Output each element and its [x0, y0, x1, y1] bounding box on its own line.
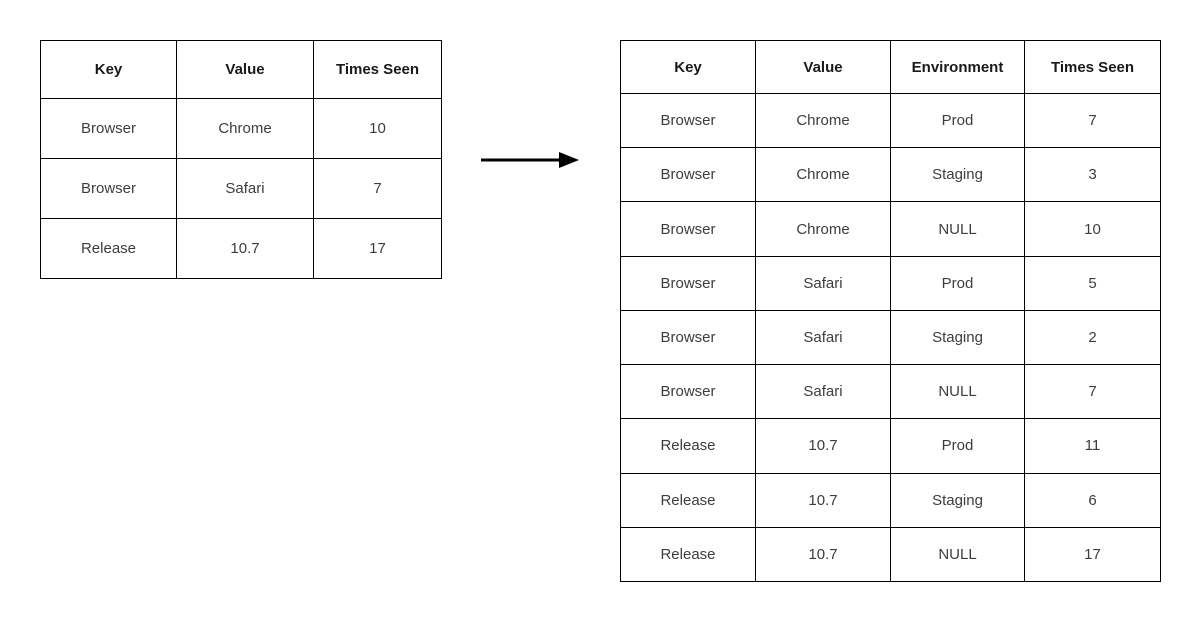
right-arrow-icon — [481, 152, 579, 168]
result-header-environment: Environment — [890, 40, 1025, 94]
table-cell: 10 — [1024, 201, 1161, 257]
table-cell: Chrome — [176, 98, 314, 159]
table-cell: 2 — [1024, 309, 1161, 366]
table-row: Release 10.7 Prod 11 — [620, 418, 1161, 474]
table-cell: 17 — [313, 218, 442, 279]
table-cell: Release — [40, 218, 177, 279]
result-header-value: Value — [755, 40, 891, 94]
source-header-times-seen: Times Seen — [313, 40, 442, 99]
table-cell: Release — [620, 526, 756, 583]
table-cell: 10.7 — [176, 218, 314, 279]
table-cell: Browser — [40, 98, 177, 159]
table-cell: Browser — [620, 255, 756, 311]
table-cell: 10.7 — [755, 418, 891, 474]
result-header-key: Key — [620, 40, 756, 94]
table-row: Release 10.7 NULL 17 — [620, 526, 1161, 583]
table-row: Browser Safari Staging 2 — [620, 309, 1161, 366]
table-row: Browser Chrome 10 — [40, 98, 442, 159]
table-cell: Browser — [40, 158, 177, 219]
null-cell: NULL — [890, 201, 1025, 257]
table-cell: 5 — [1024, 255, 1161, 311]
source-table: Key Value Times Seen Browser Chrome 10 B… — [40, 40, 442, 279]
table-row: Release 10.7 Staging 6 — [620, 472, 1161, 528]
table-cell: Safari — [755, 309, 891, 366]
table-cell: 11 — [1024, 418, 1161, 474]
table-cell: 6 — [1024, 472, 1161, 528]
table-cell: Safari — [755, 255, 891, 311]
table-cell: Prod — [890, 255, 1025, 311]
result-table: Key Value Environment Times Seen Browser… — [620, 40, 1161, 583]
table-row: Browser Safari NULL 7 — [620, 364, 1161, 420]
table-cell: 10.7 — [755, 472, 891, 528]
null-cell: NULL — [890, 526, 1025, 583]
table-cell: Release — [620, 418, 756, 474]
result-header-row: Key Value Environment Times Seen — [620, 40, 1161, 94]
table-cell: 10.7 — [755, 526, 891, 583]
table-cell: Browser — [620, 309, 756, 366]
source-header-key: Key — [40, 40, 177, 99]
table-cell: Safari — [755, 364, 891, 420]
table-cell: Safari — [176, 158, 314, 219]
table-row: Browser Chrome NULL 10 — [620, 201, 1161, 257]
table-cell: Staging — [890, 472, 1025, 528]
table-cell: Browser — [620, 364, 756, 420]
table-cell: Staging — [890, 309, 1025, 366]
table-cell: 10 — [313, 98, 442, 159]
source-header-value: Value — [176, 40, 314, 99]
table-cell: 7 — [1024, 92, 1161, 149]
table-row: Browser Chrome Staging 3 — [620, 147, 1161, 203]
table-cell: Chrome — [755, 201, 891, 257]
table-cell: Release — [620, 472, 756, 528]
table-cell: Browser — [620, 147, 756, 203]
table-cell: 7 — [1024, 364, 1161, 420]
source-header-row: Key Value Times Seen — [40, 40, 442, 99]
table-cell: 3 — [1024, 147, 1161, 203]
result-header-times-seen: Times Seen — [1024, 40, 1161, 94]
table-cell: 17 — [1024, 526, 1161, 583]
table-cell: Browser — [620, 201, 756, 257]
table-row: Release 10.7 17 — [40, 218, 442, 279]
table-cell: Chrome — [755, 147, 891, 203]
table-cell: Prod — [890, 418, 1025, 474]
table-cell: Chrome — [755, 92, 891, 149]
null-cell: NULL — [890, 364, 1025, 420]
table-cell: Staging — [890, 147, 1025, 203]
table-row: Browser Chrome Prod 7 — [620, 92, 1161, 149]
table-row: Browser Safari 7 — [40, 158, 442, 219]
table-row: Browser Safari Prod 5 — [620, 255, 1161, 311]
table-cell: 7 — [313, 158, 442, 219]
table-cell: Prod — [890, 92, 1025, 149]
table-cell: Browser — [620, 92, 756, 149]
